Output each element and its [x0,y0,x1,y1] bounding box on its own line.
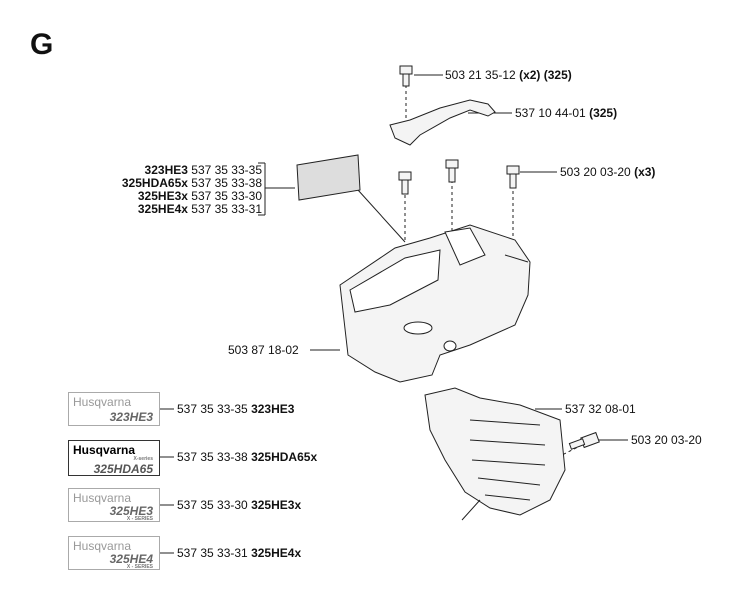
label-kit-row: 323HE3 537 35 33-35 [144,163,262,177]
label-kit-row: 325HDA65x 537 35 33-38 [121,176,262,190]
screw-icon-3 [506,165,520,189]
label-sticker [296,154,361,201]
decal-number-3: 537 35 33-30 325HE3x [177,498,302,512]
bracket-part [389,99,496,146]
air-filter-cover-part [424,387,566,521]
callout-screws-x3: 503 20 03-20 (x3) [560,165,656,179]
decal-325he4x: Husqvarna 325HE4 X - SERIES [68,536,160,570]
cylinder-cover-part [339,224,531,383]
decal-325he3x: Husqvarna 325HE3 X - SERIES [68,488,160,522]
decal-323he3: Husqvarna 323HE3 [68,392,160,426]
callout-cover: 503 87 18-02 [228,343,299,357]
decal-number-2: 537 35 33-38 325HDA65x [177,450,318,464]
decal-number-1: 537 35 33-35 323HE3 [177,402,295,416]
callout-bracket: 537 10 44-01 (325) [515,106,618,120]
decal-325hda65x: Husqvarna X-series 325HDA65 [68,440,160,476]
section-letter: G [30,28,54,61]
label-kit-row: 325HE3x 537 35 33-30 [137,189,262,203]
callout-filter-cover: 537 32 08-01 [565,402,636,416]
label-kit-row: 325HE4x 537 35 33-31 [137,202,262,216]
screw-icon-1 [398,171,412,195]
screw-icon-filter [568,431,600,450]
leader-label [357,189,406,243]
callout-screw-top: 503 21 35-12 (x2) (325) [445,68,572,82]
screw-icon-2 [445,159,459,183]
decal-number-4: 537 35 33-31 325HE4x [177,546,302,560]
screw-icon-top [399,65,413,87]
callout-screw-filter: 503 20 03-20 [631,433,702,447]
